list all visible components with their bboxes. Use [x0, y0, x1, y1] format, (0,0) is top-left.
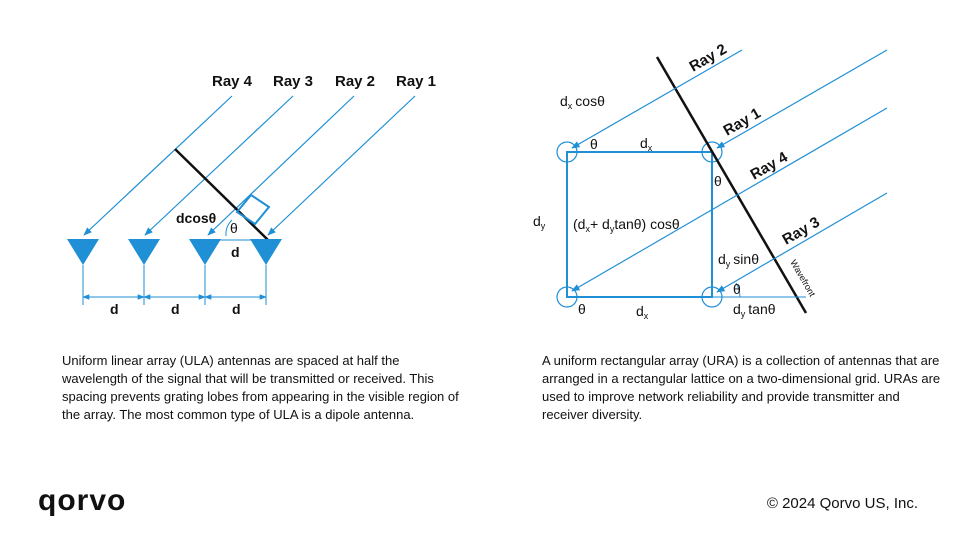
ula-ray-3 — [144, 95, 294, 236]
ula-antennas — [67, 239, 282, 305]
ula-ray-4 — [83, 95, 233, 236]
ula-spacing-label-3: d — [232, 301, 241, 317]
ura-wavefront-line — [655, 56, 808, 314]
ura-ray-1-label: Ray 1 — [721, 105, 764, 140]
ula-right-angle-marker — [235, 193, 271, 226]
ura-ray-3 — [716, 192, 888, 293]
ura-theta-top-left: θ — [590, 136, 598, 152]
copyright-notice: © 2024 Qorvo US, Inc. — [766, 495, 918, 512]
ura-theta-bottom-right: θ — [733, 281, 741, 297]
ura-wavefront-label: Wavefront — [788, 258, 817, 299]
ura-element-top-right — [701, 141, 723, 163]
ura-theta-top-right: θ — [714, 173, 722, 189]
ura-dy-label: dy — [533, 213, 546, 231]
ula-diagram: Ray 4 Ray 3 Ray 2 Ray 1 dcosθ θ d d d — [67, 73, 436, 317]
ura-description: A uniform rectangular array (URA) is a c… — [542, 353, 941, 422]
ura-lattice-square — [566, 151, 713, 298]
ula-wavefront-line — [174, 148, 269, 241]
ula-spacing-label-2: d — [171, 301, 180, 317]
ura-ray-2 — [571, 49, 743, 149]
ura-theta-bottom-left: θ — [578, 301, 586, 317]
ula-antenna-2 — [128, 239, 160, 265]
ula-angle-arc — [225, 219, 233, 237]
qorvo-logo-text: qorvo — [38, 484, 126, 517]
ula-antenna-3 — [189, 239, 221, 265]
ula-ray-2 — [207, 95, 355, 236]
ura-ray-4 — [571, 107, 888, 292]
ula-dcos-label: dcosθ — [176, 210, 216, 226]
ula-ray-1 — [267, 95, 416, 236]
ula-ray-1-label: Ray 1 — [396, 73, 436, 90]
ura-dx-top-label: dx — [640, 135, 653, 153]
ula-theta-label: θ — [230, 220, 238, 236]
ura-dx-bottom-label: dx — [636, 303, 649, 321]
qorvo-logo: qorvo — [38, 484, 126, 517]
ula-antenna-4 — [250, 239, 282, 265]
ula-d-label: d — [231, 244, 240, 260]
ura-ray-1 — [716, 49, 888, 149]
ura-element-bottom-left — [556, 286, 578, 308]
ura-ray-2-label: Ray 2 — [687, 41, 730, 76]
ula-description: Uniform linear array (ULA) antennas are … — [62, 353, 459, 422]
ura-path-difference-label: (dx+ dytanθ) cosθ — [573, 216, 680, 234]
ura-ray-4-label: Ray 4 — [748, 148, 792, 183]
ura-element-top-left — [556, 141, 578, 163]
ula-spacing-label-1: d — [110, 301, 119, 317]
ula-ray-2-label: Ray 2 — [335, 73, 375, 90]
ula-antenna-1 — [67, 239, 99, 265]
ula-ray-3-label: Ray 3 — [273, 73, 313, 90]
ula-ray-4-label: Ray 4 — [212, 73, 253, 90]
ura-bottom-angle-arc — [735, 282, 741, 298]
